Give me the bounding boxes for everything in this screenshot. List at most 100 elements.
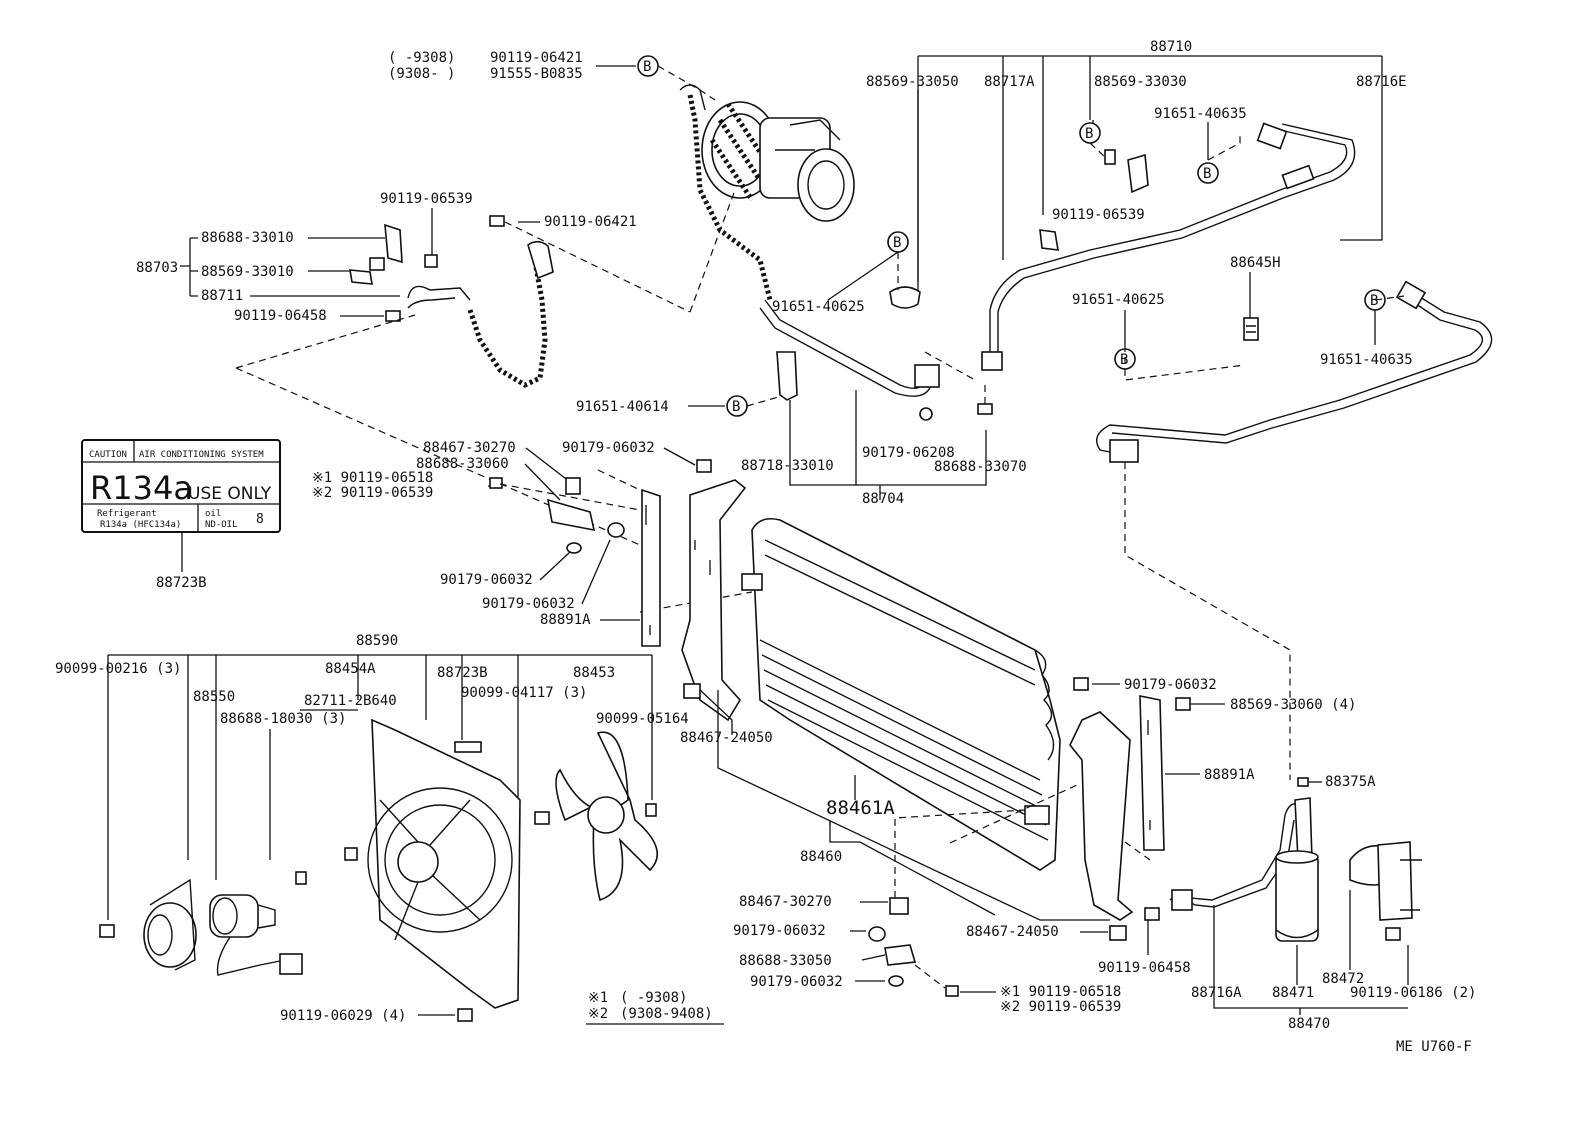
plate-use-only-text: USE ONLY <box>188 484 272 504</box>
callout-88717A: 88717A <box>984 74 1035 90</box>
callout-88470: 88470 <box>1288 1016 1330 1032</box>
fastener-90119-06029: 90119-06029 (4) <box>280 1008 473 1024</box>
plate-oil-label: oil <box>205 509 221 519</box>
callout-90119-06518-a: ※1 90119-06518 <box>312 470 433 486</box>
callout-88716A: 88716A <box>1191 985 1242 1001</box>
callout-90119-06421-b: 90119-06421 <box>544 214 637 230</box>
callout-90119-06029: 90119-06029 (4) <box>280 1008 406 1024</box>
callout-90119-06458-a: 90119-06458 <box>234 308 327 324</box>
plate-refrigerant-type: R134a (HFC134a) <box>100 520 181 530</box>
pipe-88716A-upper <box>1096 280 1493 463</box>
mounts-bottom-center: 88467-30270 90179-06032 88688-33050 9017… <box>733 894 1191 1015</box>
plate-r134a-text: R134a <box>90 469 193 507</box>
callout-82711-2B640: 82711-2B640 <box>304 693 397 709</box>
receiver-group-88470: 88375A 88716A 88471 88472 90119-06186 (2… <box>1124 462 1476 1032</box>
callout-88569-33010: 88569-33010 <box>201 264 294 280</box>
callout-88688-33050: 88688-33050 <box>739 953 832 969</box>
callout-date-9308-b: (9308- ) <box>388 66 455 82</box>
callout-91651-40625-b: 91651-40625 <box>1072 292 1165 308</box>
callout-88467-30270-a: 88467-30270 <box>423 440 516 456</box>
callout-91555-B0835: 91555-B0835 <box>490 66 583 82</box>
callout-88472: 88472 <box>1322 971 1364 987</box>
callout-90119-06539-b: 90119-06539 <box>380 191 473 207</box>
callout-88688-33010: 88688-33010 <box>201 230 294 246</box>
callout-88723B-b: 88723B <box>437 665 488 681</box>
date-legend: ※1 ( -9308) ※2 (9308-9408) <box>586 990 724 1025</box>
callout-90099-00216: 90099-00216 (3) <box>55 661 181 677</box>
callout-88688-18030: 88688-18030 (3) <box>220 711 346 727</box>
fan-blade-88453 <box>534 731 659 902</box>
condenser-88460: 88461A 88460 <box>717 517 1151 921</box>
plate-oil-type: ND-OIL <box>205 520 238 530</box>
hose-88711-discharge <box>679 84 940 397</box>
bracket-88891A-left <box>641 479 747 722</box>
callout-88453: 88453 <box>573 665 615 681</box>
callout-88723B-a: 88723B <box>156 575 207 591</box>
clamps-top-right <box>827 90 1405 381</box>
callout-91651-40635-b: 91651-40635 <box>1320 352 1413 368</box>
legend-mark-1: ※1 <box>588 990 608 1006</box>
legend-range-1: ( -9308) <box>620 990 687 1006</box>
callout-90119-06539-a: 90119-06539 <box>1052 207 1145 223</box>
callout-90119-06539-d: ※2 90119-06539 <box>1000 999 1121 1015</box>
callout-88569-33060: 88569-33060 (4) <box>1230 697 1356 713</box>
fan-shroud-88454A <box>295 718 521 1009</box>
callout-88703: 88703 <box>136 260 178 276</box>
callout-91651-40635-a: 91651-40635 <box>1154 106 1247 122</box>
callouts-top-center: ( -9308) (9308- ) 90119-06421 91555-B083… <box>388 50 716 101</box>
callout-88569-33050: 88569-33050 <box>866 74 959 90</box>
callout-90099-04117: 90099-04117 (3) <box>461 685 587 701</box>
callout-91651-40614: 91651-40614 <box>576 399 669 415</box>
callout-88467-24050-a: 88467-24050 <box>680 730 773 746</box>
pipe-88716E <box>981 122 1356 371</box>
callout-88688-33070: 88688-33070 <box>934 459 1027 475</box>
figure-code: ME U760-F <box>1396 1039 1472 1055</box>
callout-90119-06518-b: ※1 90119-06518 <box>1000 984 1121 1000</box>
callout-88711: 88711 <box>201 288 243 304</box>
b-marker: B <box>732 399 740 415</box>
callout-88590: 88590 <box>356 633 398 649</box>
compressor <box>701 101 855 222</box>
callout-date-9308-a: ( -9308) <box>388 50 455 66</box>
callout-88569-33030: 88569-33030 <box>1094 74 1187 90</box>
callout-90099-05164: 90099-05164 <box>596 711 689 727</box>
callout-88454A: 88454A <box>325 661 376 677</box>
callout-90179-06032-c: 90179-06032 <box>482 596 575 612</box>
callout-90179-06032-b: 90179-06032 <box>440 572 533 588</box>
legend-range-2: (9308-9408) <box>620 1006 713 1022</box>
fan-group-88590: 88590 90099-00216 (3) 88550 88454A 82711… <box>55 633 773 920</box>
pressure-switch-88645H <box>1243 317 1259 341</box>
callout-88471: 88471 <box>1272 985 1314 1001</box>
callout-88550: 88550 <box>193 689 235 705</box>
callout-90179-06208: 90179-06208 <box>862 445 955 461</box>
callout-90179-06032-f: 90179-06032 <box>750 974 843 990</box>
callout-88467-24050-b: 88467-24050 <box>966 924 1059 940</box>
group-88710: 88710 88569-33050 88717A 88569-33030 887… <box>772 39 1413 368</box>
plate-caution-text: CAUTION <box>89 450 127 460</box>
callout-88375A: 88375A <box>1325 774 1376 790</box>
plate-system-text: AIR CONDITIONING SYSTEM <box>139 450 264 460</box>
callout-88461A: 88461A <box>826 797 895 819</box>
callout-88891A-b: 88891A <box>1204 767 1255 783</box>
plate-refrigerant-label: Refrigerant <box>97 509 157 519</box>
callout-90119-06421-a: 90119-06421 <box>490 50 583 66</box>
callout-88891A-a: 88891A <box>540 612 591 628</box>
callout-88467-30270-b: 88467-30270 <box>739 894 832 910</box>
label-plate-88723B: CAUTION AIR CONDITIONING SYSTEM R134a US… <box>81 439 281 591</box>
bracket-group-center: 88467-30270 88688-33060 ※1 90119-06518 ※… <box>312 440 753 628</box>
callout-88718-33010: 88718-33010 <box>741 458 834 474</box>
b-marker: B <box>893 235 901 251</box>
callout-88645H: 88645H <box>1230 255 1281 271</box>
callout-91651-40625-a: 91651-40625 <box>772 299 865 315</box>
callout-90179-06032-d: 90179-06032 <box>1124 677 1217 693</box>
b-marker: B <box>1120 352 1128 368</box>
fan-motor-88550 <box>99 878 303 976</box>
group-88703: 90119-06539 90119-06421 88688-33010 8870… <box>136 189 736 546</box>
b-marker: B <box>1085 126 1093 142</box>
callout-90119-06458-b: 90119-06458 <box>1098 960 1191 976</box>
callout-90179-06032-e: 90179-06032 <box>733 923 826 939</box>
callout-90179-06032-a: 90179-06032 <box>562 440 655 456</box>
plate-oil-grade: 8 <box>256 512 264 527</box>
legend-mark-2: ※2 <box>588 1006 608 1022</box>
